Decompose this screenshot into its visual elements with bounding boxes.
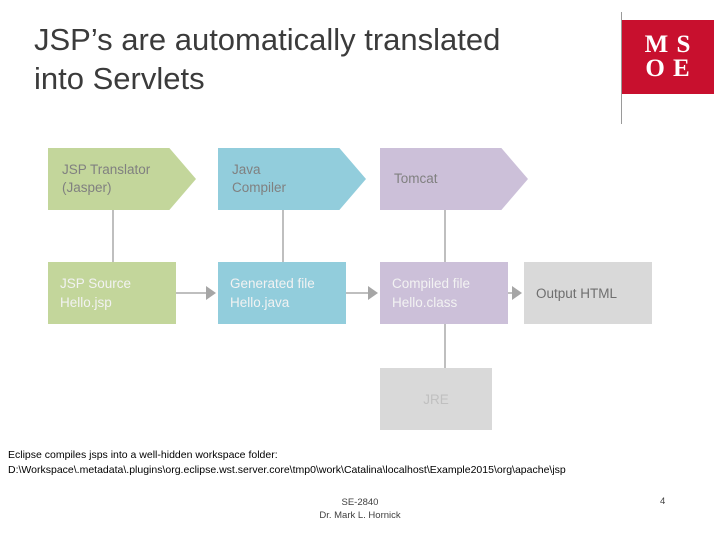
arrow-line-generated-to-compiled: [346, 292, 370, 294]
slide-footer: SE-2840 Dr. Mark L. Hornick: [0, 496, 720, 522]
box-generated-file: Generated file Hello.java: [218, 262, 346, 324]
box-generated-file-line-2: Hello.java: [230, 295, 290, 310]
chevron-tomcat: Tomcat: [380, 148, 528, 210]
arrow-head-generated-to-compiled: [368, 286, 378, 300]
arrow-head-jsp-to-generated: [206, 286, 216, 300]
box-jsp-source: JSP Source Hello.jsp: [48, 262, 176, 324]
box-compiled-file: Compiled file Hello.class: [380, 262, 508, 324]
connector-tomcat-down: [444, 210, 446, 262]
chevron-jsp-translator: JSP Translator (Jasper): [48, 148, 196, 210]
box-output-html-line-1: Output: [536, 285, 577, 301]
chevron-java-compiler: Java Compiler: [218, 148, 366, 210]
chevron-jsp-translator-line-1: JSP Translator: [62, 162, 151, 177]
chevron-tomcat-line-1: Tomcat: [394, 171, 438, 186]
box-jre: JRE: [380, 368, 492, 430]
logo-line-1: M S: [644, 31, 692, 58]
msoe-logo: M S O E: [622, 20, 714, 94]
logo-badge: M S O E: [622, 20, 714, 94]
box-jre-line-1: JRE: [423, 391, 449, 407]
header-divider: [621, 12, 622, 124]
box-compiled-file-line-2: Hello.class: [392, 295, 458, 310]
page-title: JSP’s are automatically translated into …: [34, 20, 534, 98]
footer-instructor: Dr. Mark L. Hornick: [319, 510, 401, 521]
box-jsp-source-line-2: Hello.jsp: [60, 295, 112, 310]
logo-letters: M S O E: [644, 31, 692, 82]
box-generated-file-line-1: Generated file: [230, 276, 315, 291]
connector-java-compiler-down: [282, 210, 284, 262]
connector-jre-up: [444, 324, 446, 368]
arrow-line-jsp-to-generated: [176, 292, 208, 294]
page-number: 4: [660, 496, 666, 507]
box-output-html-line-2: HTML: [580, 285, 618, 301]
arrow-line-compiled-to-output: [508, 292, 514, 294]
box-jsp-source-line-1: JSP Source: [60, 276, 132, 291]
box-compiled-file-line-1: Compiled file: [392, 276, 471, 291]
box-output-html: Output HTML: [524, 262, 652, 324]
process-diagram: JSP Translator (Jasper) Java Compiler To…: [0, 130, 720, 440]
chevron-java-compiler-line-2: Compiler: [232, 180, 287, 195]
chevron-java-compiler-line-1: Java: [232, 162, 261, 177]
chevron-jsp-translator-line-2: (Jasper): [62, 180, 112, 195]
note-line-2: D:\Workspace\.metadata\.plugins\org.ecli…: [8, 464, 566, 476]
note-line-1: Eclipse compiles jsps into a well-hidden…: [8, 449, 278, 461]
footer-course: SE-2840: [341, 497, 379, 508]
arrow-head-compiled-to-output: [512, 286, 522, 300]
connector-jsp-translator-down: [112, 210, 114, 262]
page-title-text: JSP’s are automatically translated into …: [34, 22, 501, 96]
logo-line-2: O E: [645, 55, 691, 82]
